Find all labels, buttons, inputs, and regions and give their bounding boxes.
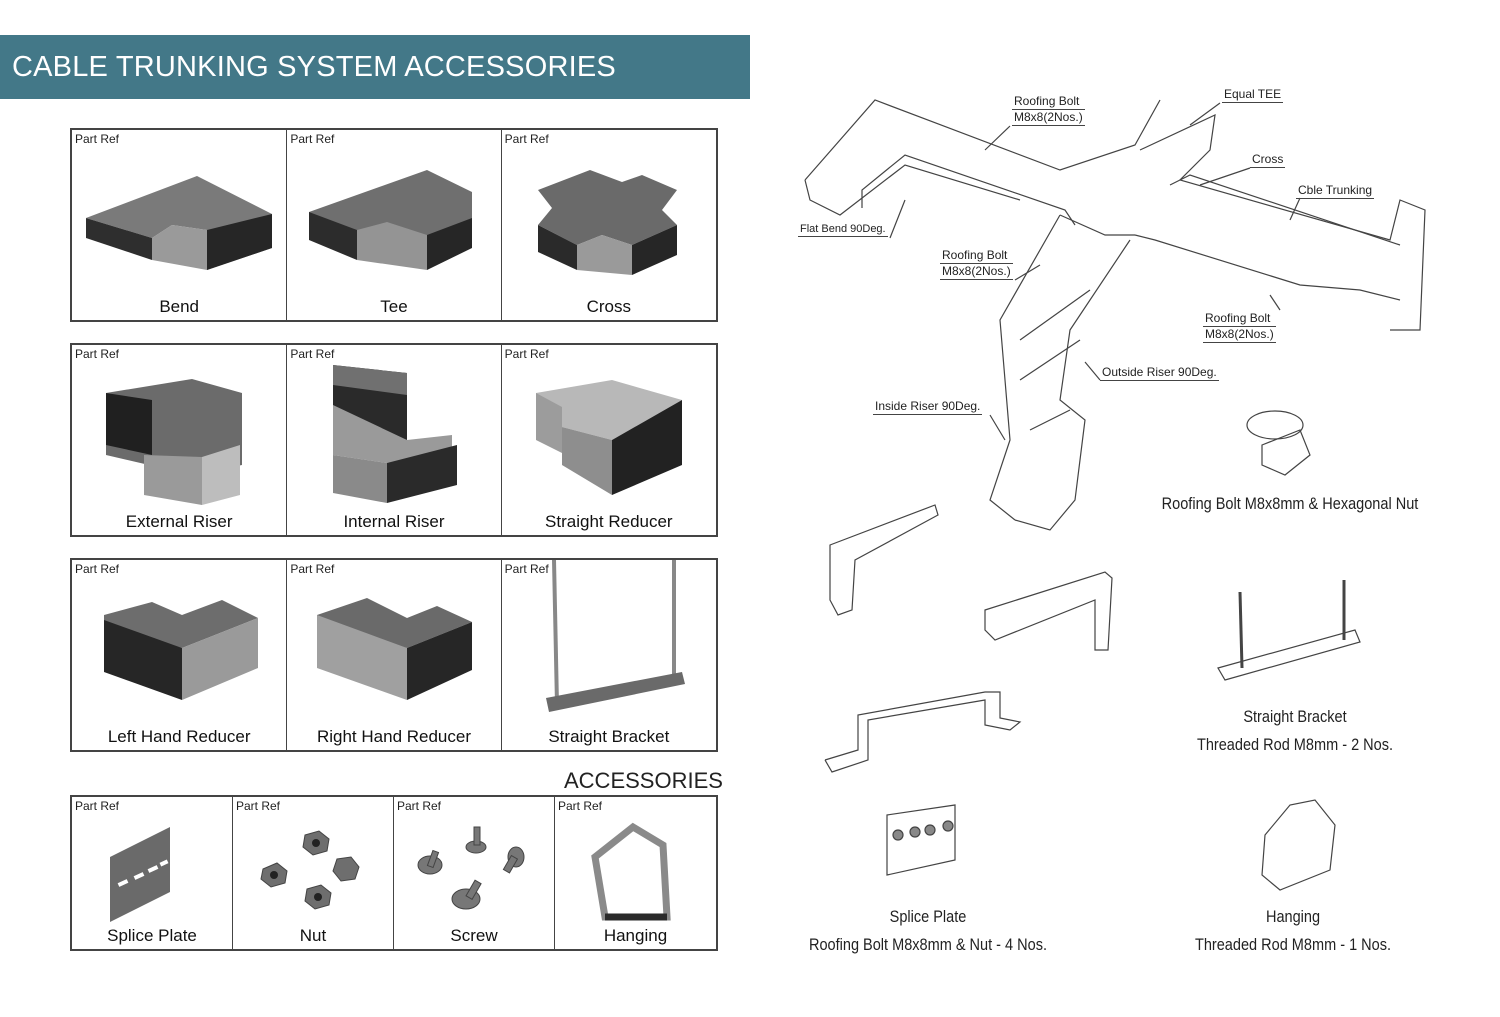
callout-line-2: M8x8(2Nos.) bbox=[1203, 327, 1276, 343]
left-hand-reducer-icon bbox=[104, 600, 258, 700]
external-riser-icon bbox=[106, 379, 242, 505]
part-ref-label: Part Ref bbox=[397, 799, 442, 813]
internal-riser-icon bbox=[333, 365, 458, 503]
caption-roofing-bolt: Roofing Bolt M8x8mm & Hexagonal Nut bbox=[1158, 490, 1422, 518]
product-name: Bend bbox=[159, 297, 200, 316]
screw-icon bbox=[417, 826, 525, 910]
caption-title: Splice Plate bbox=[889, 908, 967, 926]
right-hand-reducer-icon bbox=[317, 598, 473, 700]
part-ref-label: Part Ref bbox=[75, 347, 120, 361]
product-name: Internal Riser bbox=[343, 512, 445, 531]
accessory-name: Screw bbox=[450, 926, 498, 945]
callout-text: Equal TEE bbox=[1222, 87, 1284, 103]
nut-icon bbox=[260, 830, 360, 910]
product-name: Cross bbox=[586, 297, 632, 316]
caption-text: Roofing Bolt M8x8mm & Hexagonal Nut bbox=[1161, 495, 1419, 513]
product-cell-cross[interactable]: Part Ref Cross bbox=[502, 130, 716, 320]
part-ref-label: Part Ref bbox=[504, 347, 549, 361]
callout-roofing-bolt-3: Roofing Bolt M8x8(2Nos.) bbox=[1203, 311, 1276, 343]
product-grid-row-1: Part Ref Bend Part Ref Tee Part Ref Cros… bbox=[70, 128, 718, 322]
product-name: Tee bbox=[380, 297, 408, 316]
part-ref-label: Part Ref bbox=[290, 132, 335, 146]
caption-straight-bracket: Straight Bracket Threaded Rod M8mm - 2 N… bbox=[1163, 703, 1427, 759]
part-ref-label: Part Ref bbox=[75, 132, 120, 146]
product-cell-straight-reducer[interactable]: Part Ref Straight Reducer bbox=[502, 345, 716, 535]
splice-plate-icon bbox=[110, 827, 170, 922]
part-ref-label: Part Ref bbox=[504, 562, 549, 576]
accessory-drawings bbox=[824, 410, 1361, 891]
callout-inside-riser: Inside Riser 90Deg. bbox=[873, 399, 983, 415]
product-cell-right-hand-reducer[interactable]: Part Ref Right Hand Reducer bbox=[287, 560, 502, 750]
product-name: Straight Reducer bbox=[545, 512, 673, 531]
callout-line-1: Roofing Bolt bbox=[940, 248, 1013, 264]
product-name: Right Hand Reducer bbox=[316, 727, 471, 746]
hanging-icon bbox=[591, 822, 671, 921]
caption-title: Straight Bracket bbox=[1243, 708, 1347, 726]
accessory-name: Splice Plate bbox=[107, 926, 197, 945]
product-cell-tee[interactable]: Part Ref Tee bbox=[287, 130, 502, 320]
caption-hanging: Hanging Threaded Rod M8mm - 1 Nos. bbox=[1161, 903, 1425, 959]
callout-cable-trunking: Cble Trunking bbox=[1296, 183, 1375, 199]
page-title: CABLE TRUNKING SYSTEM ACCESSORIES bbox=[12, 51, 616, 83]
callout-line-2: M8x8(2Nos.) bbox=[940, 264, 1013, 280]
callout-text: Cble Trunking bbox=[1296, 183, 1375, 199]
caption-title: Hanging bbox=[1265, 908, 1321, 926]
accessory-cell-screw[interactable]: Part Ref Screw bbox=[394, 797, 555, 949]
callout-text: Outside Riser 90Deg. bbox=[1100, 365, 1219, 381]
product-name: Left Hand Reducer bbox=[107, 727, 251, 746]
tee-icon bbox=[309, 170, 473, 270]
bend-icon bbox=[86, 176, 272, 270]
accessory-cell-hanging[interactable]: Part Ref Hanging bbox=[555, 797, 716, 949]
part-ref-label: Part Ref bbox=[290, 347, 335, 361]
part-ref-label: Part Ref bbox=[75, 562, 120, 576]
callout-line-1: Roofing Bolt bbox=[1012, 94, 1085, 110]
caption-detail: Threaded Rod M8mm - 1 Nos. bbox=[1194, 936, 1392, 954]
accessories-title: ACCESSORIES bbox=[564, 768, 723, 793]
product-name: External Riser bbox=[125, 512, 233, 531]
callout-cross: Cross bbox=[1250, 152, 1286, 168]
callout-flat-bend: Flat Bend 90Deg. bbox=[798, 223, 888, 237]
callout-roofing-bolt-2: Roofing Bolt M8x8(2Nos.) bbox=[940, 248, 1013, 280]
callout-line-2: M8x8(2Nos.) bbox=[1012, 110, 1085, 126]
product-cell-left-hand-reducer[interactable]: Part Ref Left Hand Reducer bbox=[72, 560, 288, 750]
product-cell-straight-bracket[interactable]: Part Ref Straight Bracket bbox=[502, 560, 716, 750]
product-cell-external-riser[interactable]: Part Ref External Riser bbox=[72, 345, 288, 535]
cross-icon bbox=[537, 170, 677, 275]
callout-text: Cross bbox=[1250, 152, 1286, 168]
caption-detail: Threaded Rod M8mm - 2 Nos. bbox=[1196, 736, 1394, 754]
accessory-cell-splice-plate[interactable]: Part Ref Splice Plate bbox=[72, 797, 233, 949]
product-cell-bend[interactable]: Part Ref Bend bbox=[72, 130, 288, 320]
callout-text: Inside Riser 90Deg. bbox=[873, 399, 983, 415]
straight-reducer-icon bbox=[535, 380, 682, 495]
accessory-name: Hanging bbox=[603, 926, 668, 945]
part-ref-label: Part Ref bbox=[504, 132, 549, 146]
callout-text: Flat Bend 90Deg. bbox=[798, 223, 888, 237]
accessory-cell-nut[interactable]: Part Ref Nut bbox=[233, 797, 394, 949]
straight-bracket-icon bbox=[545, 560, 685, 712]
part-ref-label: Part Ref bbox=[558, 799, 603, 813]
header-banner: CABLE TRUNKING SYSTEM ACCESSORIES bbox=[0, 35, 750, 99]
accessory-name: Nut bbox=[299, 926, 327, 945]
product-cell-internal-riser[interactable]: Part Ref Internal Riser bbox=[287, 345, 502, 535]
callout-equal-tee: Equal TEE bbox=[1222, 87, 1284, 103]
product-name: Straight Bracket bbox=[548, 727, 670, 746]
part-ref-label: Part Ref bbox=[290, 562, 335, 576]
caption-detail: Roofing Bolt M8x8mm & Nut - 4 Nos. bbox=[808, 936, 1048, 954]
caption-splice-plate: Splice Plate Roofing Bolt M8x8mm & Nut -… bbox=[792, 903, 1065, 959]
part-ref-label: Part Ref bbox=[236, 799, 281, 813]
callout-roofing-bolt-1: Roofing Bolt M8x8(2Nos.) bbox=[1012, 94, 1085, 126]
accessories-grid: Part Ref Splice Plate Part Ref Nut Part … bbox=[70, 795, 718, 951]
part-ref-label: Part Ref bbox=[75, 799, 120, 813]
product-grid-row-3: Part Ref Left Hand Reducer Part Ref Righ… bbox=[70, 558, 718, 752]
product-grid-row-2: Part Ref External Riser Part Ref Interna… bbox=[70, 343, 718, 537]
callout-outside-riser: Outside Riser 90Deg. bbox=[1100, 365, 1219, 381]
callout-line-1: Roofing Bolt bbox=[1203, 311, 1276, 327]
